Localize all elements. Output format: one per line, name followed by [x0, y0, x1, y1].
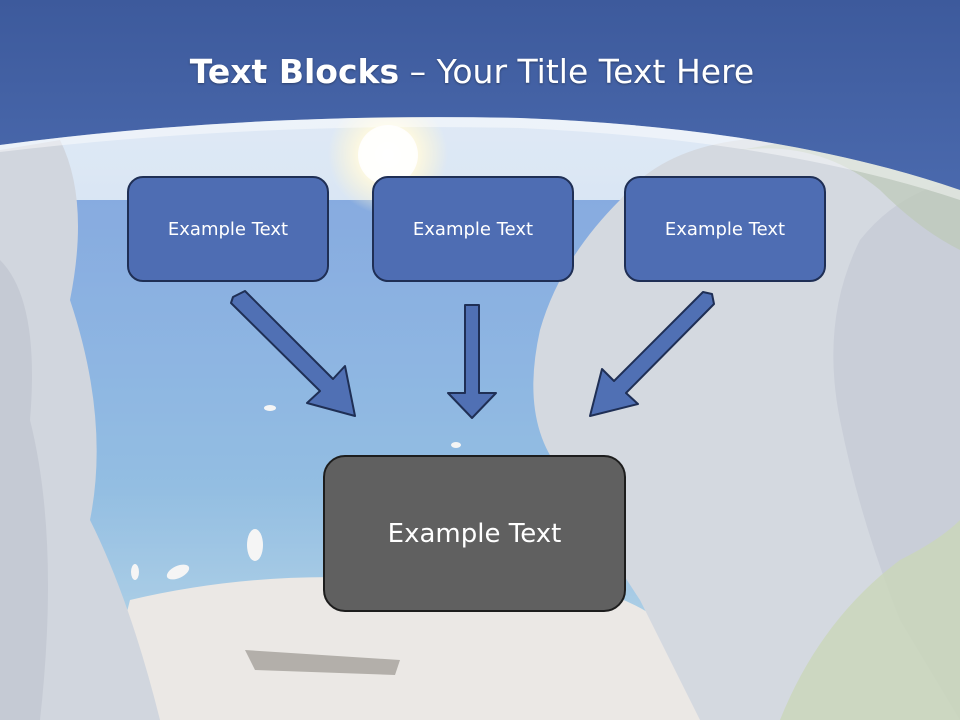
text-block-1-label: Example Text	[167, 218, 289, 240]
text-block-1[interactable]: Example Text	[127, 176, 329, 282]
text-block-2-label: Example Text	[412, 218, 534, 240]
result-block-label: Example Text	[387, 518, 562, 549]
text-block-3-label: Example Text	[664, 218, 786, 240]
result-block[interactable]: Example Text	[323, 455, 626, 612]
title-bold-part: Text Blocks	[189, 52, 400, 91]
text-block-3[interactable]: Example Text	[624, 176, 826, 282]
text-block-2[interactable]: Example Text	[372, 176, 574, 282]
title-rest-part: – Your Title Text Here	[399, 52, 755, 91]
slide-title: Text Blocks – Your Title Text Here	[0, 52, 944, 91]
